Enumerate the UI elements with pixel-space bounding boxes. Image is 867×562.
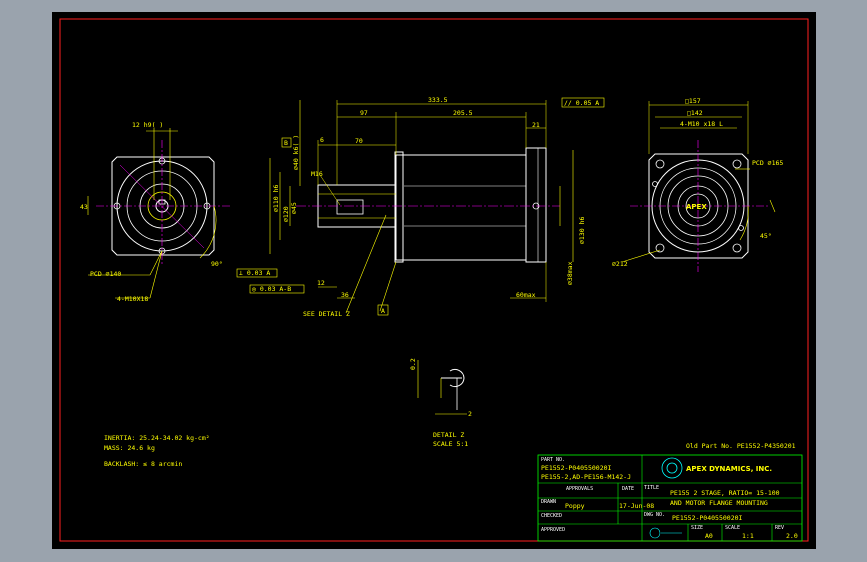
tb-rev-label: REV — [775, 525, 784, 531]
len-60-dim: 60max — [516, 291, 536, 299]
right-hub-logo: APEX — [686, 203, 707, 211]
note-mass: MASS: 24.6 kg — [104, 444, 155, 452]
dia-38-dim: ⌀38max — [566, 261, 574, 285]
tb-approved-label: APPROVED — [541, 527, 565, 533]
right-flange-view[interactable] — [621, 101, 776, 272]
note-backlash: BACKLASH: ≤ 8 arcmin — [104, 460, 182, 468]
right-holes-label: 4-M10 x18 L — [680, 120, 723, 128]
drawing-canvas[interactable] — [52, 12, 816, 549]
left-angle-label: 90° — [211, 260, 223, 268]
tb-company: APEX DYNAMICS, INC. — [686, 465, 772, 473]
detail-dim-2: 2 — [468, 410, 472, 418]
tb-checked-label: CHECKED — [541, 513, 562, 519]
dia-110-dim: ⌀110 h6 — [272, 185, 280, 212]
overall-length-dim: 333.5 — [428, 96, 448, 104]
tb-approvals-label: APPROVALS — [566, 486, 593, 492]
side-view[interactable] — [269, 100, 574, 314]
len-70-dim: 70 — [355, 137, 363, 145]
gdt-perpendicular: ⊥ 0.03 A — [239, 269, 270, 277]
drawing-border — [59, 18, 809, 542]
dia-120-dim: ⌀120 — [282, 206, 290, 222]
detail-dim-02: 0.2 — [409, 358, 417, 370]
detail-scale: SCALE 5:1 — [433, 440, 468, 448]
right-inner-square-dim: □142 — [687, 109, 703, 117]
len-97-dim: 97 — [360, 109, 368, 117]
len-6-dim: 6 — [320, 136, 324, 144]
tb-drawn-date: 17-Jun-08 — [619, 502, 654, 510]
tb-date-label: DATE — [622, 486, 634, 492]
right-pcd-label: PCD ⌀165 — [752, 159, 783, 167]
tb-title-line1: PE155 2 STAGE, RATIO= 15-100 — [670, 489, 780, 497]
left-height-dim: 43 — [80, 203, 88, 211]
right-dia-212: ⌀212 — [612, 260, 628, 268]
len-36-dim: 36 — [341, 291, 349, 299]
dia-130-dim: ⌀130 h6 — [578, 217, 586, 244]
tb-title-label: TITLE — [644, 485, 659, 491]
gdt-position: ◎ 0.03 A-B — [252, 285, 291, 293]
tb-dwg-no-label: DWG NO. — [644, 512, 665, 518]
tb-drawn-by: Poppy — [565, 502, 585, 510]
datum-b: B — [284, 139, 288, 147]
left-holes-label: 4-M10X18 — [117, 295, 148, 303]
title-block[interactable] — [537, 454, 803, 542]
left-key-dim: 12 h9( ) — [132, 121, 163, 129]
note-inertia: INERTIA: 25.24-34.02 kg-cm² — [104, 434, 210, 442]
detail-z[interactable] — [417, 360, 467, 415]
tb-scale-label: SCALE — [725, 525, 740, 531]
right-angle-label: 45° — [760, 232, 772, 240]
thread-m16: M16 — [311, 170, 323, 178]
tb-drawn-label: DRAWN — [541, 499, 556, 505]
len-21-dim: 21 — [532, 121, 540, 129]
left-pcd-label: PCD ⌀140 — [90, 270, 121, 278]
len-12-dim: 12 — [317, 279, 325, 287]
right-square-dim: □157 — [685, 97, 701, 105]
tb-rev: 2.0 — [786, 532, 798, 540]
see-detail-label: SEE DETAIL Z — [303, 310, 350, 318]
len-2055-dim: 205.5 — [453, 109, 473, 117]
note-old-part: Old Part No. PE1552-P4350201 — [686, 442, 796, 450]
datum-a: A — [381, 307, 385, 315]
tb-scale: 1:1 — [742, 532, 754, 540]
tb-part-no-2: PE155-2,AD-PE156-M142-J — [541, 473, 631, 481]
tb-title-line2: AND MOTOR FLANGE MOUNTING — [670, 499, 768, 507]
left-end-view[interactable] — [87, 128, 232, 299]
tb-size-label: SIZE — [691, 525, 703, 531]
tb-size: A0 — [705, 532, 713, 540]
tb-dwg-no: PE1552-P040550020I — [672, 514, 743, 522]
tb-part-no-1: PE1552-P040550020I — [541, 464, 612, 472]
tb-part-no-label: PART NO. — [541, 457, 565, 463]
dia-45-dim: ⌀45 — [290, 202, 298, 214]
detail-label: DETAIL Z — [433, 431, 464, 439]
dia-40-dim: ⌀40 k6( ) — [292, 135, 300, 170]
gdt-parallel: // 0.05 A — [564, 99, 599, 107]
